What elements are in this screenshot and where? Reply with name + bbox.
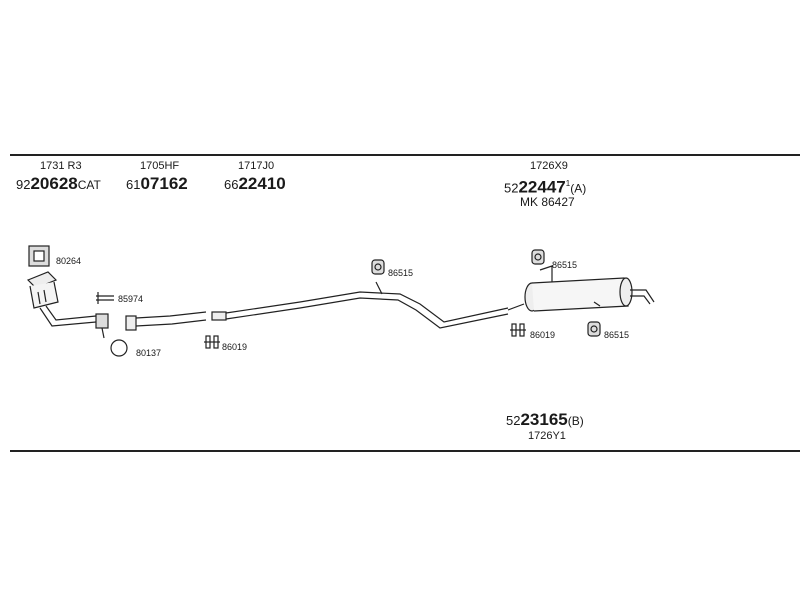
label-86515-rear-top: 86515 — [552, 260, 578, 270]
gasket-80264-icon — [28, 245, 50, 267]
part-number-rear-silencer-a: 52224471(A) — [504, 177, 587, 197]
label-86019-rear: 86019 — [530, 330, 556, 340]
label-86515-rear-bottom: 86515 — [604, 330, 630, 340]
top-divider-line — [10, 154, 800, 156]
rear-silencer-icon — [507, 265, 655, 312]
part-code-1726x9: 1726X9 — [530, 160, 568, 172]
clamp-85974-icon — [96, 292, 114, 304]
part-number-catalyst: 9220628CAT — [16, 174, 101, 193]
gasket-ring-80137-icon — [110, 339, 128, 357]
label-85974: 85974 — [118, 294, 144, 304]
rubber-hanger-86515-rear-bottom-icon — [587, 321, 601, 337]
part-code-1731r3: 1731 R3 — [40, 160, 82, 172]
part-code-1705hf: 1705HF — [140, 160, 180, 172]
part-code-1726y1: 1726Y1 — [528, 430, 566, 442]
bottom-divider-line — [10, 450, 800, 452]
part-code-1717j0: 1717J0 — [238, 160, 275, 172]
part-number-front-pipe: 6107162 — [126, 174, 188, 193]
front-pipe-icon — [125, 311, 207, 331]
rubber-hanger-86515-middle-icon — [371, 259, 385, 275]
rubber-hanger-86019-front-icon — [204, 335, 220, 349]
middle-pipe-icon — [211, 281, 509, 329]
part-number-rear-silencer-b: 5223165(B) — [506, 410, 584, 429]
rubber-hanger-86515-rear-top-icon — [531, 249, 545, 265]
part-number-middle-pipe: 6622410 — [224, 174, 286, 193]
label-86515-middle: 86515 — [388, 268, 414, 278]
rubber-hanger-86019-rear-icon — [510, 323, 526, 337]
mk-part-number: MK 86427 — [520, 195, 575, 209]
catalytic-converter-icon — [26, 271, 109, 339]
label-86019-front: 86019 — [222, 342, 248, 352]
label-80264: 80264 — [56, 256, 82, 266]
label-80137: 80137 — [136, 348, 162, 358]
